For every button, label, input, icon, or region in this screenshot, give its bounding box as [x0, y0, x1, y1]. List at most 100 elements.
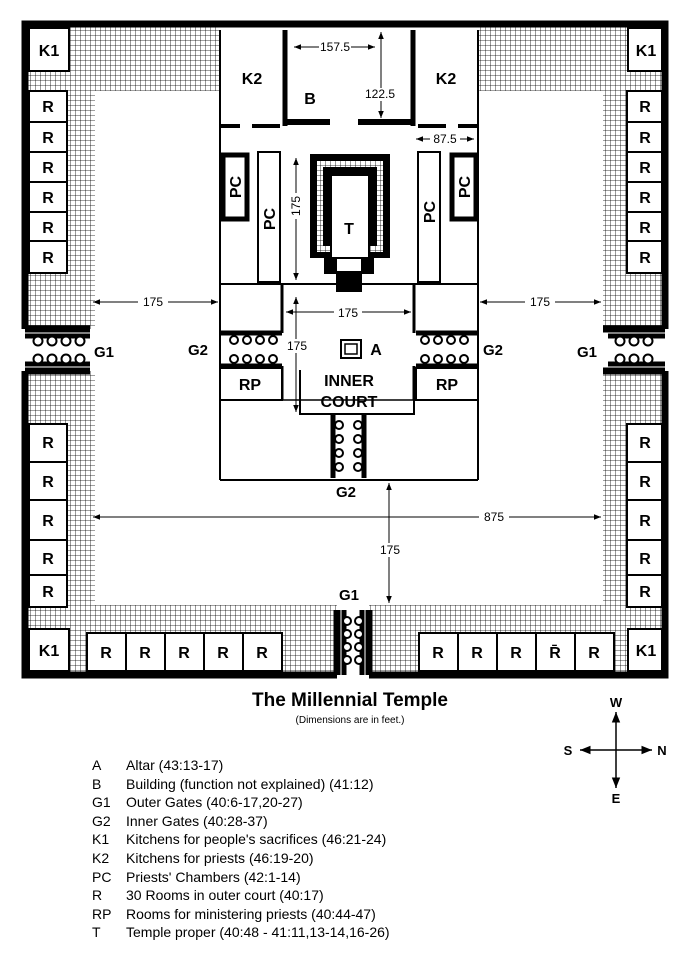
room-label-s3: R — [178, 645, 190, 662]
legend: A Altar (43:13-17) B Building (function no… — [92, 756, 390, 942]
room-label-w1: R — [42, 99, 54, 116]
k1-label-se: K1 — [636, 643, 657, 660]
room-label-s7: R — [471, 645, 483, 662]
room-label-se1: R — [639, 435, 651, 452]
temple-plan: K1 K1 K1 K1 R R R R R R R R R R — [21, 20, 669, 679]
legend-text: Altar (43:13-17) — [126, 757, 224, 773]
room-label-s10: R — [588, 645, 600, 662]
legend-item: A Altar (43:13-17) — [92, 756, 390, 775]
dim-court-width-label: 175 — [338, 306, 358, 320]
legend-code: T — [92, 924, 101, 941]
k1-label-nw: K1 — [39, 43, 60, 60]
dim-court-depth-label: 175 — [287, 339, 307, 353]
altar-label: A — [370, 342, 382, 359]
room-label-s1: R — [100, 645, 112, 662]
legend-item: G1 Outer Gates (40:6-17,20-27) — [92, 793, 390, 812]
legend-code: G1 — [92, 794, 111, 811]
legend-item: K1 Kitchens for people's sacrifices (46:2… — [92, 830, 390, 849]
inner-precinct — [219, 30, 479, 481]
dim-gate-west-label: 175 — [143, 295, 163, 309]
legend-item: B Building (function not explained) (41:1… — [92, 775, 390, 794]
compass-w: W — [610, 695, 623, 710]
legend-code: G2 — [92, 812, 111, 829]
dim-b-depth — [362, 32, 398, 118]
legend-code: B — [92, 775, 102, 792]
room-label-s4: R — [217, 645, 229, 662]
k1-label-ne: K1 — [636, 43, 657, 60]
dim-gate-south-label: 175 — [380, 543, 400, 557]
k2-label-west: K2 — [242, 71, 263, 88]
room-label-w4: R — [42, 190, 54, 207]
rp-label-east: RP — [436, 377, 459, 394]
dim-temple-depth-label: 175 — [289, 196, 303, 216]
temple-proper — [310, 154, 390, 292]
room-label-sw1: R — [42, 435, 54, 452]
g2-label-east: G2 — [483, 342, 503, 359]
dim-temple-depth — [289, 158, 303, 280]
room-label-s5: R — [256, 645, 268, 662]
legend-text: Kitchens for priests (46:19-20) — [126, 849, 314, 866]
dim-b-width-label: 157.5 — [320, 40, 350, 54]
room-label-s2: R — [139, 645, 151, 662]
dim-pc-width — [416, 132, 474, 145]
legend-text: Inner Gates (40:28-37) — [126, 812, 268, 829]
dim-gate-west — [93, 296, 218, 309]
dim-gate-south — [375, 483, 405, 603]
inner-court-label-1: INNER — [324, 373, 374, 390]
g1-label-east: G1 — [577, 344, 597, 361]
dim-gate-east-label: 175 — [530, 295, 550, 309]
g2-label-west: G2 — [188, 342, 208, 359]
pc-label-1: PC — [228, 175, 245, 198]
legend-code: K1 — [92, 831, 110, 848]
legend-text: Outer Gates (40:6-17,20-27) — [126, 794, 303, 811]
rp-label-west: RP — [239, 377, 262, 394]
legend-text: Building (function not explained) (41:12… — [126, 775, 374, 792]
dim-outer-width — [93, 511, 601, 524]
legend-text: Kitchens for people's sacrifices (46:21-… — [126, 831, 387, 848]
room-label-w2: R — [42, 130, 54, 147]
legend-code: K2 — [92, 849, 110, 866]
room-label-e3: R — [639, 160, 651, 177]
building-b-label: B — [304, 91, 316, 108]
outer-gate-south — [341, 610, 365, 675]
k2-label-east: K2 — [436, 71, 457, 88]
pc-label-3: PC — [422, 200, 439, 223]
room-label-sw5: R — [42, 584, 54, 601]
dim-b-depth-label: 122.5 — [365, 87, 395, 101]
inner-gate-east — [416, 330, 478, 369]
legend-text: Temple proper (40:48 - 41:11,13-14,16-26… — [126, 924, 390, 941]
legend-code: PC — [92, 868, 112, 885]
g1-label-west: G1 — [94, 344, 114, 361]
room-label-se4: R — [639, 551, 651, 568]
altar-icon — [340, 339, 362, 359]
compass-rose: W S N E — [564, 695, 667, 806]
room-label-se2: R — [639, 474, 651, 491]
room-label-e2: R — [639, 130, 651, 147]
g1-label-south: G1 — [339, 587, 359, 604]
outer-gate-east — [608, 333, 665, 367]
pc-label-2: PC — [262, 207, 279, 230]
gate-stubs — [25, 325, 665, 675]
room-label-s9: R̄ — [549, 643, 561, 662]
dim-pc-width-label: 87.5 — [433, 132, 457, 146]
legend-code: A — [92, 757, 102, 773]
k1-label-sw: K1 — [39, 643, 60, 660]
room-label-e6: R — [639, 250, 651, 267]
pc-label-4: PC — [457, 175, 474, 198]
dim-outer-width-label: 875 — [484, 510, 504, 524]
room-label-sw2: R — [42, 474, 54, 491]
room-label-e1: R — [639, 99, 651, 116]
outer-walls — [21, 20, 669, 679]
outer-gate-west — [25, 333, 90, 367]
room-label-sw4: R — [42, 551, 54, 568]
diagram-subtitle: (Dimensions are in feet.) — [295, 715, 405, 726]
room-label-s8: R — [510, 645, 522, 662]
room-label-se3: R — [639, 513, 651, 530]
room-label-w6: R — [42, 250, 54, 267]
diagram-title: The Millennial Temple — [251, 690, 448, 711]
compass-s: S — [564, 743, 573, 758]
legend-text: Priests' Chambers (42:1-14) — [126, 868, 301, 885]
legend-code: R — [92, 887, 103, 904]
